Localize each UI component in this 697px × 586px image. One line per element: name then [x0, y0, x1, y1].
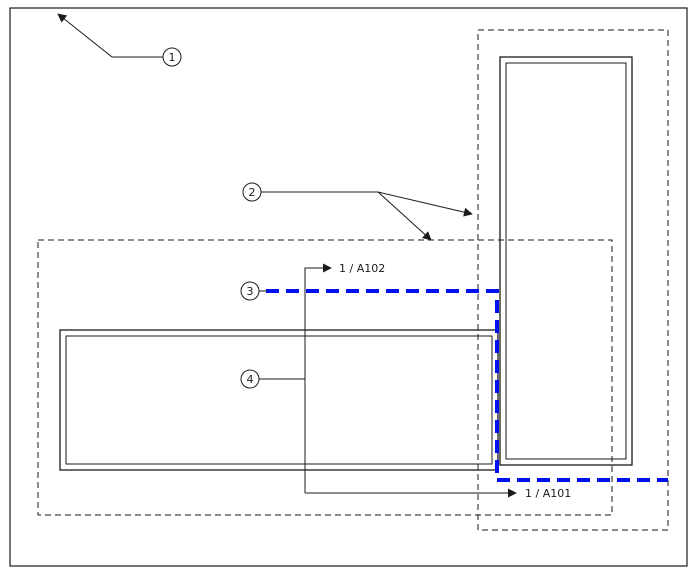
- callout-4-label: 4: [247, 373, 254, 386]
- callout-1-bubble[interactable]: 1: [162, 47, 182, 67]
- callout-3-circle: [240, 281, 260, 301]
- callout-3-bubble[interactable]: 3: [240, 281, 260, 301]
- upper-scope-box-dashed[interactable]: [477, 29, 669, 531]
- upper-wall-outer: [499, 56, 633, 466]
- lower-wall-inner: [65, 335, 493, 465]
- callout-1-leader: [57, 13, 163, 58]
- callout-2-circle: [242, 182, 262, 202]
- callout-4-circle: [240, 369, 260, 389]
- callout-2-leader-upper: [261, 191, 473, 217]
- callout-1-circle: [162, 47, 182, 67]
- callout-4-bubble[interactable]: 4: [240, 369, 260, 389]
- sheet-border: [9, 7, 688, 567]
- view-reference-a101[interactable]: 1 / A101: [525, 487, 571, 500]
- callout-2-label: 2: [249, 186, 256, 199]
- lower-wall-outer: [59, 329, 499, 471]
- callout-2-bubble[interactable]: 2: [242, 182, 262, 202]
- callout-3-label: 3: [247, 285, 254, 298]
- matchline[interactable]: [266, 289, 668, 482]
- view-reference-a102[interactable]: 1 / A102: [339, 262, 385, 275]
- view-ref-leader-a102: [304, 263, 332, 493]
- lower-scope-box-dashed[interactable]: [37, 239, 613, 516]
- callout-1-label: 1: [169, 51, 176, 64]
- callout-2-leader-lower: [377, 191, 432, 241]
- upper-wall-inner: [505, 62, 627, 460]
